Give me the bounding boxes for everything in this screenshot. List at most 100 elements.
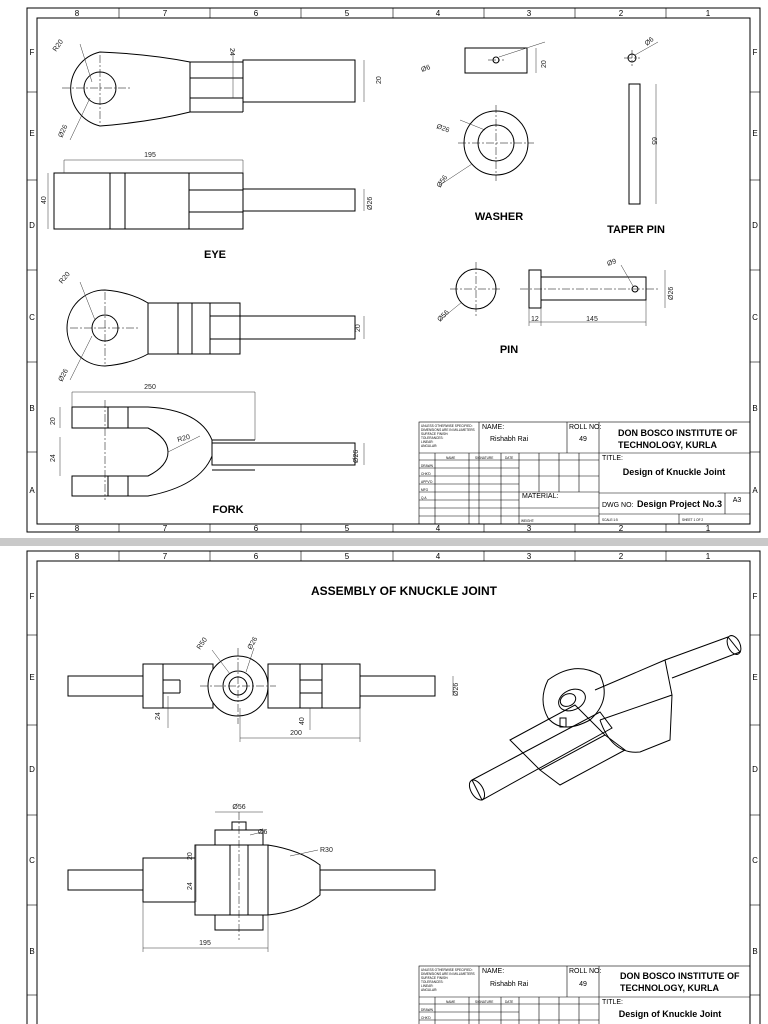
svg-text:8: 8 [75,552,80,561]
asm-d56-dim: Ø56 [232,804,245,811]
sheet-2-zone-ticks [27,551,760,996]
svg-text:SHEET 1 OF 2: SHEET 1 OF 2 [682,518,703,522]
institute-line-2: TECHNOLOGY, KURLA [618,440,718,450]
svg-text:C: C [29,856,35,865]
svg-text:B: B [29,404,34,413]
roll-label: ROLL NO: [569,424,601,431]
svg-text:6: 6 [254,9,259,18]
svg-text:DIMENSIONS ARE IN MILLIMETERS: DIMENSIONS ARE IN MILLIMETERS [421,972,475,976]
fork-rod-dim: Ø26 [353,450,360,463]
drawing-title-2: Design of Knuckle Joint [619,1009,722,1019]
svg-text:4: 4 [436,552,441,561]
svg-text:C: C [29,313,35,322]
svg-text:1: 1 [706,524,711,533]
svg-text:CHK'D: CHK'D [421,1016,431,1020]
asm-20-dim: 20 [187,852,194,860]
washer-20-dim: 20 [541,60,548,68]
eye-20-dim: 20 [376,76,383,84]
sheet-1-paper [0,0,768,538]
student-name-2: Rishabh Rai [490,981,529,988]
svg-text:F: F [753,592,758,601]
assembly-isometric-view [468,635,742,801]
sheet-2-inner-border [36,560,751,1024]
pin-d26-dim: Ø26 [668,287,675,300]
sheet-1-zone-labels: 8 7 6 5 4 3 2 1 8 7 6 5 4 3 2 1 F E D C … [29,9,758,533]
svg-text:F: F [30,592,35,601]
svg-text:1: 1 [706,552,711,561]
eye-d26-dim: Ø26 [57,124,69,139]
fork-24-dim: 24 [50,454,57,462]
roll-label-2: ROLL NO: [569,968,601,975]
eye-front-view [47,159,365,230]
svg-text:B: B [752,404,757,413]
svg-text:6: 6 [254,524,259,533]
svg-text:4: 4 [436,524,441,533]
svg-text:C: C [752,856,758,865]
svg-text:LINEAR:: LINEAR: [421,440,434,444]
fork-20-dim: 20 [355,324,362,332]
svg-text:2: 2 [619,552,624,561]
sheet-1-inner-border [36,17,751,525]
svg-text:2: 2 [619,524,624,533]
svg-text:UNLESS OTHERWISE SPECIFIED:: UNLESS OTHERWISE SPECIFIED: [421,968,473,972]
svg-text:WEIGHT:: WEIGHT: [521,519,534,523]
asm-200-dim: 200 [290,730,302,737]
fork-front-view [59,391,365,500]
pin-145-dim: 145 [586,316,598,323]
title-block-sheet-1-notes: UNLESS OTHERWISE SPECIFIED: DIMENSIONS A… [421,424,703,523]
dwg-number: Design Project No.3 [637,499,722,509]
svg-text:8: 8 [75,9,80,18]
institute-line-2-sheet-2: TECHNOLOGY, KURLA [620,983,720,993]
title-label: TITLE: [602,455,623,462]
eye-label: EYE [204,249,226,261]
svg-text:3: 3 [527,552,532,561]
svg-text:SIGNATURE: SIGNATURE [475,456,493,460]
svg-text:C: C [752,313,758,322]
svg-text:E: E [752,673,757,682]
dwg-label: DWG NO: [602,502,634,509]
assembly-top-view [67,811,436,952]
fork-top-view [66,281,365,381]
material-label: MATERIAL: [522,493,558,500]
fork-250-dim: 250 [144,384,156,391]
sheet-2: 8 7 6 5 4 3 2 1 F E D C B F E D C B ASSE… [0,546,768,1024]
drawing-title: Design of Knuckle Joint [623,467,726,477]
svg-text:UNLESS OTHERWISE SPECIFIED:: UNLESS OTHERWISE SPECIFIED: [421,424,473,428]
svg-text:A: A [752,486,758,495]
washer-d6-dim: Ø6 [420,64,431,74]
taper-pin-label: TAPER PIN [607,224,665,236]
svg-text:D: D [752,765,758,774]
svg-text:5: 5 [345,9,350,18]
svg-text:D: D [29,221,35,230]
name-label: NAME: [482,424,504,431]
svg-text:B: B [29,947,34,956]
svg-text:D: D [29,765,35,774]
svg-text:SURFACE FINISH:: SURFACE FINISH: [421,432,448,436]
svg-text:NAME: NAME [446,456,455,460]
title-label-2: TITLE: [602,999,623,1006]
asm-24b-dim: 24 [187,882,194,890]
svg-text:5: 5 [345,552,350,561]
sheet-1: 8 7 6 5 4 3 2 1 8 7 6 5 4 3 2 1 F E D C … [0,0,768,538]
fork-r20b-dim: R20 [177,434,191,444]
svg-text:7: 7 [163,552,168,561]
institute-line-1-sheet-2: DON BOSCO INSTITUTE OF [620,971,740,981]
svg-text:B: B [752,947,757,956]
svg-text:E: E [752,129,757,138]
svg-text:2: 2 [619,9,624,18]
svg-text:E: E [29,129,34,138]
svg-text:8: 8 [75,524,80,533]
title-block-sheet-2 [418,965,751,1024]
svg-text:DIMENSIONS ARE IN MILLIMETERS: DIMENSIONS ARE IN MILLIMETERS [421,428,475,432]
pin-label: PIN [500,344,518,356]
eye-40-dim: 40 [41,196,48,204]
svg-text:6: 6 [254,552,259,561]
svg-text:D: D [752,221,758,230]
title-block-sheet-2-notes: UNLESS OTHERWISE SPECIFIED: DIMENSIONS A… [421,968,513,1020]
washer-label: WASHER [475,211,523,223]
sheet-1-zone-ticks [27,8,760,532]
title-block-sheet-1 [418,421,751,525]
name-label-2: NAME: [482,968,504,975]
washer-d26-dim: Ø26 [435,123,450,134]
sheet-2-zone-labels: 8 7 6 5 4 3 2 1 F E D C B F E D C B [29,552,758,956]
